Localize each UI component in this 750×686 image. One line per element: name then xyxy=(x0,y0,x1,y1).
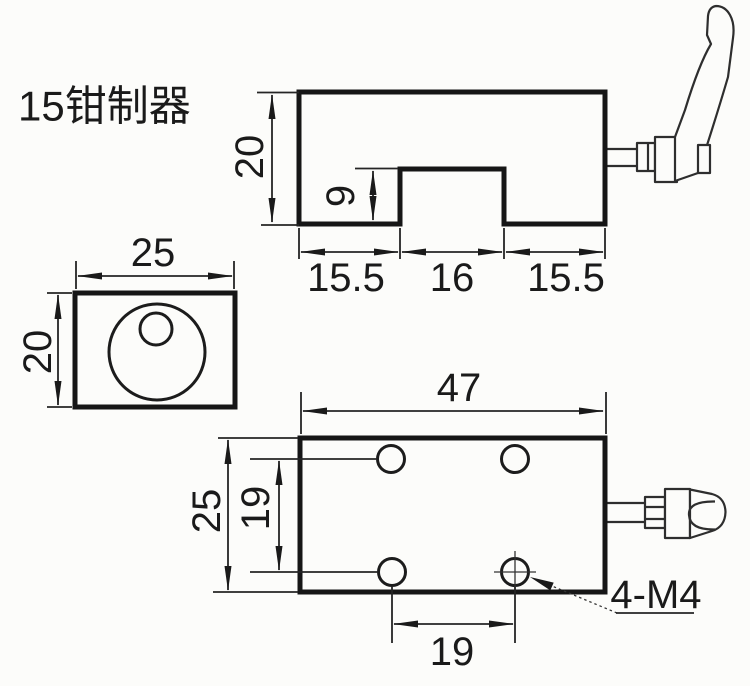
mounting-hole-bottom-left xyxy=(377,557,407,587)
dim-slot-width: 16 xyxy=(430,256,475,300)
bore-circle xyxy=(138,311,174,347)
knob-cone xyxy=(688,488,727,540)
ext-lines-hole-cols xyxy=(391,587,516,643)
counterbore-circle xyxy=(107,302,207,402)
ext-lines-plan-width xyxy=(213,437,298,593)
dim-plan-width: 25 xyxy=(185,489,229,534)
knob-nut xyxy=(643,495,667,530)
dim-hole-col-spacing: 19 xyxy=(430,630,475,674)
lever-shaft xyxy=(607,147,637,168)
lever-hub xyxy=(653,135,679,184)
dim-length: 47 xyxy=(437,366,482,410)
lever-cam-facet xyxy=(696,143,712,175)
thread-callout-text: 4-M4 xyxy=(610,573,701,617)
lever-nut xyxy=(635,141,657,173)
mounting-hole-top-left xyxy=(376,444,406,474)
ext-lines-bottom-segments xyxy=(298,228,606,259)
drawing-title: 15钳制器 xyxy=(18,83,191,130)
top-view: 20 9 15.5 16 15.5 xyxy=(228,4,735,300)
dim-side-width: 25 xyxy=(131,231,176,275)
side-view: 25 20 xyxy=(16,231,238,410)
lever-handle xyxy=(673,4,735,183)
dim-slot-depth: 9 xyxy=(319,185,363,207)
top-view-outline xyxy=(296,89,608,227)
clamp-knob-end xyxy=(605,487,727,540)
bottom-view: 47 25 19 19 4-M4 xyxy=(185,366,727,674)
knob-nut-facets xyxy=(645,505,665,521)
ext-lines-side-width xyxy=(75,261,235,289)
hole-centerlines xyxy=(494,551,536,593)
dim-hole-row-spacing: 19 xyxy=(234,486,278,531)
ext-lines-height xyxy=(257,91,299,226)
side-view-outline xyxy=(72,290,238,410)
mounting-hole-top-right xyxy=(500,444,530,474)
dim-left-segment: 15.5 xyxy=(307,256,385,300)
ext-lines-length xyxy=(300,392,607,434)
ext-lines-side-height xyxy=(47,292,72,408)
bottom-view-outline xyxy=(297,435,608,595)
clamp-lever-side xyxy=(607,4,735,184)
knob-recess xyxy=(687,500,716,531)
knob-shaft xyxy=(605,501,645,524)
ext-lines-hole-rows xyxy=(250,458,378,573)
dim-side-height: 20 xyxy=(16,330,60,375)
leader-line xyxy=(551,585,618,614)
leader-arrowhead xyxy=(530,577,554,591)
thread-callout: 4-M4 xyxy=(530,573,702,617)
dim-right-segment: 15.5 xyxy=(527,256,605,300)
dim-top-height: 20 xyxy=(228,135,272,180)
knob-collar xyxy=(663,487,692,540)
